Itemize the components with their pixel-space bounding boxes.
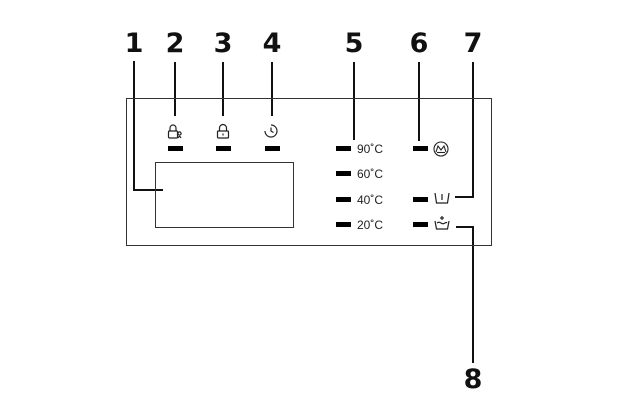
door-lock-icon <box>216 123 230 139</box>
led-temp-20 <box>336 222 351 227</box>
callout-number-4: 4 <box>262 28 282 59</box>
callout-number-3: 3 <box>213 28 233 59</box>
callout-number-8: 8 <box>463 364 483 395</box>
leader-line-1 <box>133 61 163 191</box>
display-screen <box>155 162 294 228</box>
led-delay-timer <box>265 146 280 151</box>
led-delicate-program <box>413 222 428 227</box>
callout-number-2: 2 <box>165 28 185 59</box>
led-synthetics-program <box>413 197 428 202</box>
led-cotton-program <box>413 146 428 151</box>
temp-label-90: 90˚C <box>357 142 384 156</box>
delay-timer-icon <box>264 124 278 138</box>
synthetics-program-icon <box>434 192 450 204</box>
child-lock-icon <box>167 124 182 139</box>
temp-label-60: 60˚C <box>357 167 384 181</box>
temp-label-20: 20˚C <box>357 218 384 232</box>
temp-label-40: 40˚C <box>357 193 384 207</box>
cotton-program-icon <box>433 141 449 157</box>
callout-number-1: 1 <box>124 28 144 59</box>
led-door-lock <box>216 146 231 151</box>
callout-number-6: 6 <box>409 28 429 59</box>
led-temp-90 <box>336 146 351 151</box>
led-child-lock <box>168 146 183 151</box>
led-temp-40 <box>336 197 351 202</box>
leader-line-7 <box>455 62 474 198</box>
leader-line-8 <box>456 226 474 363</box>
led-temp-60 <box>336 171 351 176</box>
callout-number-7: 7 <box>463 28 483 59</box>
callout-number-5: 5 <box>344 28 364 59</box>
control-panel <box>126 98 492 246</box>
delicate-program-icon <box>434 216 450 230</box>
